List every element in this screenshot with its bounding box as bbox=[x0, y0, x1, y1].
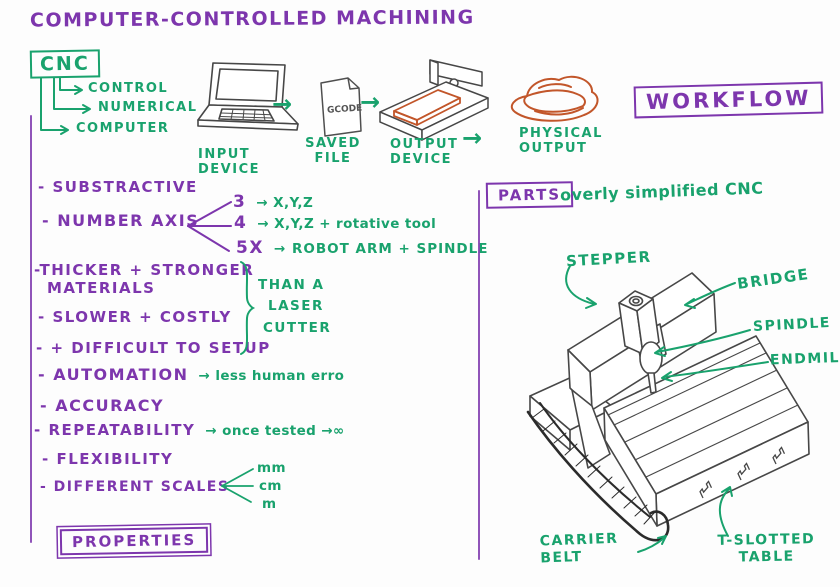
workflow-box: WORKFLOW bbox=[633, 81, 824, 119]
automation-note: → less human erro bbox=[198, 368, 345, 384]
workflow-step-label: INPUT DEVICE bbox=[198, 147, 260, 178]
left-margin-line bbox=[30, 115, 32, 543]
cnc-box: CNC bbox=[29, 49, 101, 79]
scale-unit: mm bbox=[257, 460, 286, 476]
property-substractive: - SUBSTRACTIVE bbox=[38, 178, 198, 196]
than-note-line: CUTTER bbox=[263, 320, 332, 336]
property-scales: - DIFFERENT SCALES bbox=[40, 479, 230, 495]
scale-unit: m bbox=[262, 496, 277, 512]
property-materials: MATERIALS bbox=[47, 279, 156, 297]
cnc-item-numerical: NUMERICAL bbox=[98, 100, 198, 115]
workflow-arrow-icon: → bbox=[272, 90, 293, 118]
than-note-line: THAN A bbox=[258, 277, 325, 293]
axis-count: 3 bbox=[233, 192, 247, 212]
part-label-carrier-belt: CARRIER BELT bbox=[539, 530, 619, 566]
property-automation: - AUTOMATION bbox=[38, 365, 189, 384]
workflow-arrow-icon: → bbox=[462, 124, 483, 152]
gcode-file-text: GCODE bbox=[327, 103, 363, 115]
page-title: COMPUTER-CONTROLLED MACHINING bbox=[29, 6, 475, 32]
property-difficult: - + DIFFICULT TO SETUP bbox=[36, 339, 271, 357]
axis-count: 4 bbox=[234, 213, 248, 233]
gcode-file-icon: GCODE bbox=[320, 77, 363, 137]
cnc-item-computer: COMPUTER bbox=[76, 121, 170, 136]
workflow-step-label: PHYSICAL OUTPUT bbox=[519, 126, 603, 157]
scales-fork-icon bbox=[221, 468, 254, 503]
section-divider-line bbox=[478, 190, 480, 560]
cnc-output-icon bbox=[379, 59, 489, 141]
workflow-step-label: SAVED FILE bbox=[305, 136, 361, 167]
workflow-arrow-icon: → bbox=[360, 88, 381, 116]
part-label-t-slotted-table: T-SLOTTED TABLE bbox=[717, 531, 816, 566]
property-accuracy: - ACCURACY bbox=[40, 396, 165, 415]
cnc-bracket-icon bbox=[40, 78, 91, 135]
output-blob-icon bbox=[510, 75, 599, 122]
axis-fork-icon bbox=[187, 201, 232, 252]
cnc-item-control: CONTROL bbox=[88, 81, 169, 96]
property-thicker: -THICKER + STRONGER bbox=[34, 261, 255, 279]
property-number-axis: - NUMBER AXIS bbox=[42, 211, 200, 230]
cnc-machine-sketch bbox=[526, 265, 810, 553]
property-repeatability: - REPEATABILITY bbox=[34, 421, 196, 439]
part-label-arrows bbox=[565, 265, 769, 553]
property-slower: - SLOWER + COSTLY bbox=[38, 308, 232, 326]
part-label-endmill: ENDMILL bbox=[769, 349, 840, 369]
property-flexibility: - FLEXIBILITY bbox=[42, 450, 174, 468]
brace-icon bbox=[240, 261, 256, 355]
scale-unit: cm bbox=[259, 478, 282, 494]
parts-subtitle: overly simplified CNC bbox=[559, 178, 764, 205]
axis-desc: → ROBOT ARM + SPINDLE bbox=[273, 241, 489, 257]
properties-box: PROPERTIES bbox=[59, 526, 209, 556]
laptop-icon bbox=[197, 62, 299, 131]
axis-count: 5X bbox=[236, 238, 264, 258]
workflow-step-label: OUTPUT DEVICE bbox=[390, 137, 459, 168]
axis-desc: → X,Y,Z bbox=[256, 195, 314, 211]
repeatability-note: → once tested →∞ bbox=[205, 423, 345, 439]
axis-desc: → X,Y,Z + rotative tool bbox=[257, 216, 437, 232]
than-note-line: LASER bbox=[268, 298, 324, 314]
